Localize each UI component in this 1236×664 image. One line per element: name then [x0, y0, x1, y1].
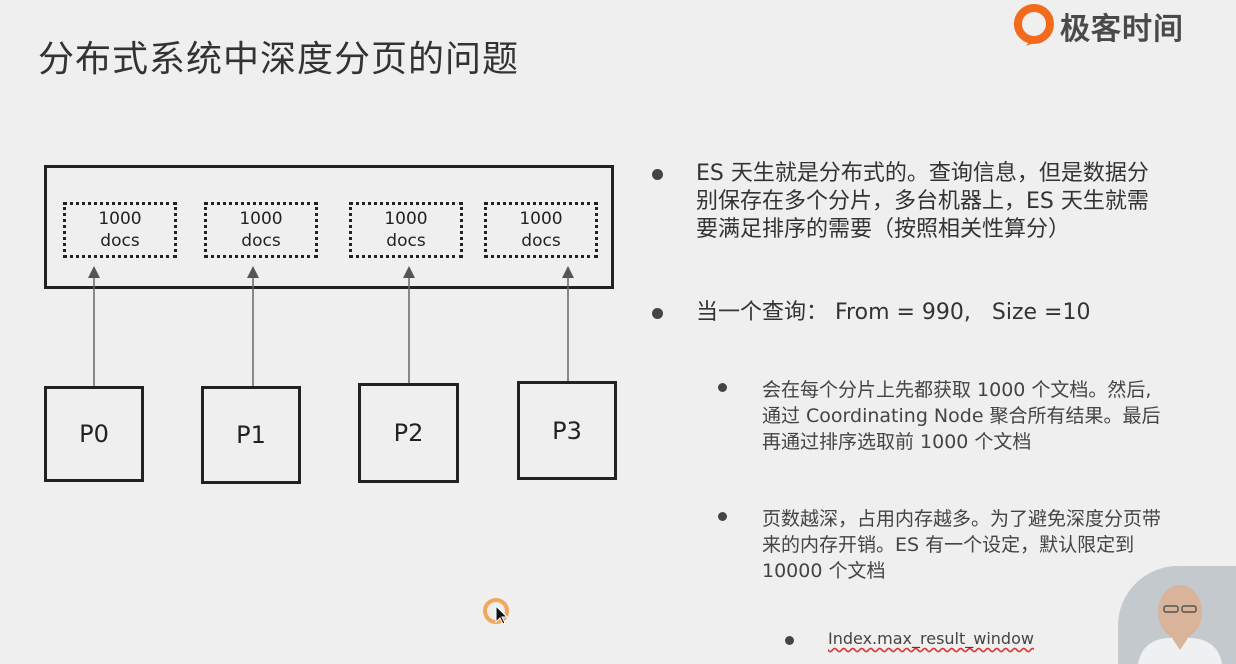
sub-bullet-dot — [718, 383, 727, 392]
shard-docs-box-3: 1000 docs — [484, 202, 598, 258]
coordinating-node-box — [44, 165, 614, 289]
bullet-line: 页数越深，占用内存越多。为了避免深度分页带 — [762, 508, 1162, 530]
geektime-logo-icon — [1014, 4, 1054, 46]
shard-p2: P2 — [358, 383, 459, 483]
bullet-es-distributed: ES 天生就是分布式的。查询信息，但是数据分 别保存在多个分片，多台机器上，ES… — [696, 160, 1149, 244]
arrowhead-p2 — [403, 266, 415, 278]
docs-count: 1000 — [98, 209, 142, 229]
bullet-line: 会在每个分片上先都获取 1000 个文档。然后, — [762, 379, 1152, 401]
bullet-line: 10000 个文档 — [762, 560, 886, 582]
arrowhead-p0 — [88, 266, 100, 278]
bullet-line: 通过 Coordinating Node 聚合所有结果。最后 — [762, 405, 1161, 427]
arrowhead-p3 — [562, 266, 574, 278]
shard-docs-box-2: 1000 docs — [349, 202, 463, 258]
sub-bullet-dot — [785, 636, 794, 645]
shard-p0: P0 — [44, 386, 144, 482]
docs-unit: docs — [241, 231, 281, 251]
shard-docs-box-0: 1000 docs — [63, 202, 177, 258]
docs-count: 1000 — [239, 209, 283, 229]
bullet-dot — [652, 308, 663, 319]
docs-unit: docs — [521, 231, 561, 251]
bullet-line: 要满足排序的需要（按照相关性算分） — [696, 217, 1071, 242]
sub-bullet-dot — [718, 512, 727, 521]
setting-index-max-result-window: Index.max_result_window — [828, 629, 1034, 648]
bullet-line: 来的内存开销。ES 有一个设定，默认限定到 — [762, 534, 1135, 556]
shard-p3: P3 — [517, 381, 617, 480]
cursor-pointer-icon — [483, 598, 509, 625]
bullet-line: ES 天生就是分布式的。查询信息，但是数据分 — [696, 161, 1149, 186]
bullet-line: 别保存在多个分片，多台机器上，ES 天生就需 — [696, 189, 1149, 214]
sub-bullet-memory-limit: 页数越深，占用内存越多。为了避免深度分页带 来的内存开销。ES 有一个设定，默认… — [762, 506, 1161, 584]
shard-p1: P1 — [201, 386, 301, 484]
docs-unit: docs — [100, 231, 140, 251]
arrowhead-p1 — [247, 266, 259, 278]
docs-count: 1000 — [384, 209, 428, 229]
brand-name: 极客时间 — [1060, 12, 1184, 47]
shard-docs-box-1: 1000 docs — [204, 202, 318, 258]
docs-count: 1000 — [519, 209, 563, 229]
docs-unit: docs — [386, 231, 426, 251]
brand-logo: 极客时间 — [1012, 4, 1184, 48]
sub-bullet-fetch-docs: 会在每个分片上先都获取 1000 个文档。然后, 通过 Coordinating… — [762, 377, 1161, 455]
presenter-video — [1118, 566, 1236, 664]
presenter-avatar-icon — [1118, 566, 1236, 664]
bullet-query-example: 当一个查询： From = 990, Size =10 — [696, 300, 1091, 325]
bullet-dot — [652, 169, 663, 180]
slide-title: 分布式系统中深度分页的问题 — [38, 39, 520, 80]
bullet-line: 再通过排序选取前 1000 个文档 — [762, 431, 1032, 453]
